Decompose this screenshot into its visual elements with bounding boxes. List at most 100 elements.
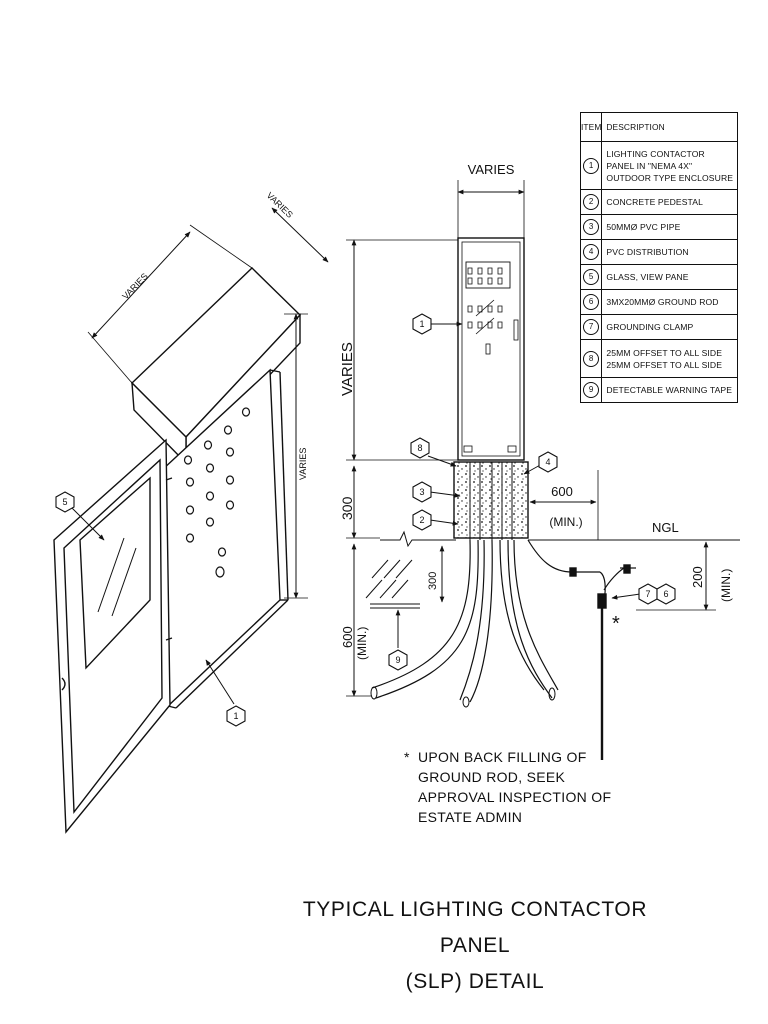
legend-item-number: 2	[579, 189, 603, 215]
elevation-dimension-labels: VARIES VARIES 300 600 (MIN.) 300 600 (MI…	[339, 162, 733, 660]
legend-item-number: 5	[579, 264, 603, 290]
legend-item-number: 3	[579, 214, 603, 240]
legend-description-line: LIGHTING CONTACTOR	[606, 148, 705, 159]
item-number-badge: 4	[583, 244, 600, 260]
pedestal-height-label: 300	[339, 496, 355, 520]
callout-distribution-number: 4	[545, 457, 550, 467]
item-number-badge: 5	[583, 269, 600, 285]
burial-depth-min-label: (MIN.)	[355, 627, 369, 660]
legend-description-line: GLASS, VIEW PANE	[606, 272, 689, 282]
elevation-width-label: VARIES	[468, 162, 515, 177]
legend-row: 825mm OFFSET TO ALL SIDE25mm OFFSET TO A…	[579, 339, 739, 378]
legend-description-line: 50mmø PVC PIPE	[606, 222, 681, 232]
legend-row: 4 PVC DISTRIBUTION	[579, 239, 739, 265]
note-line: APPROVAL INSPECTION OF	[418, 789, 612, 805]
callout-panel-side: 1	[412, 313, 463, 335]
item-number-badge: 3	[583, 219, 600, 235]
rod-depth-label: 200	[690, 566, 705, 588]
legend-item-description: 50mmø PVC PIPE	[601, 214, 739, 240]
legend-item-description: GROUNDING CLAMP	[601, 314, 739, 340]
note-line: ESTATE ADMIN	[418, 809, 523, 825]
backfill-note: * UPON BACK FILLING OF GROUND ROD, SEEK …	[404, 747, 612, 827]
callout-panel-iso: 1	[205, 659, 246, 727]
note-line: UPON BACK FILLING OF	[418, 749, 587, 765]
legend-row: 6 3Mx20mmø GROUND ROD	[579, 289, 739, 315]
item-number-badge: 2	[583, 194, 600, 210]
item-number-badge: 1	[583, 157, 600, 174]
legend-description-line: 25mm OFFSET TO ALL SIDE	[606, 347, 723, 358]
tape-depth-label: 300	[427, 572, 439, 590]
callout-clamp: 7	[611, 583, 658, 605]
callout-distribution: 4	[523, 451, 558, 475]
legend-item-description: DETECTABLE WARNING TAPE	[601, 377, 739, 403]
callout-rod-number: 6	[663, 589, 668, 599]
elevation-height-label: VARIES	[339, 342, 356, 396]
legend-item-number: 8	[579, 339, 603, 378]
callout-panel-iso-number: 1	[233, 711, 238, 721]
legend-description-line: 25mm OFFSET TO ALL SIDE	[606, 359, 723, 370]
callout-glass: 5	[55, 491, 105, 541]
callout-rod: 6	[656, 583, 676, 605]
legend-header-item: ITEM	[579, 112, 603, 142]
legend-item-description: GLASS, VIEW PANE	[601, 264, 739, 290]
legend-description-line: 3Mx20mmø GROUND ROD	[606, 297, 719, 307]
side-elevation	[346, 180, 740, 760]
legend-description-line: PANEL IN "NEMA 4X"	[606, 160, 693, 171]
legend-item-number: 6	[579, 289, 603, 315]
legend-item-description: 25mm OFFSET TO ALL SIDE25mm OFFSET TO AL…	[601, 339, 739, 378]
legend-row: 3 50mmø PVC PIPE	[579, 214, 739, 240]
item-number-badge: 8	[583, 350, 600, 367]
callout-pipe-number: 3	[419, 487, 424, 497]
callout-pedestal-number: 2	[419, 515, 424, 525]
callout-pipe: 3	[412, 481, 461, 503]
legend-item-number: 1	[579, 141, 603, 190]
ngl-label: NGL	[652, 520, 679, 535]
callout-offset: 8	[410, 437, 457, 467]
side-offset-min-label: (MIN.)	[549, 515, 582, 529]
note-body: UPON BACK FILLING OF GROUND ROD, SEEK AP…	[404, 747, 612, 827]
legend-description-line: GROUNDING CLAMP	[606, 322, 694, 332]
burial-depth-label: 600	[340, 626, 355, 648]
item-number-badge: 9	[583, 382, 600, 398]
legend-item-description: 3Mx20mmø GROUND ROD	[601, 289, 739, 315]
legend-description-line: CONCRETE PEDESTAL	[606, 197, 703, 207]
legend-description-line: PVC DISTRIBUTION	[606, 247, 689, 257]
callout-tape: 9	[388, 609, 408, 671]
isometric-panel-view	[53, 207, 329, 834]
legend-item-description: CONCRETE PEDESTAL	[601, 189, 739, 215]
legend-row: 9 DETECTABLE WARNING TAPE	[579, 377, 739, 403]
legend-item-number: 9	[579, 377, 603, 403]
drawing-title-line: (SLP) DETAIL	[405, 970, 545, 993]
legend-item-description: PVC DISTRIBUTION	[601, 239, 739, 265]
legend-row: 7 GROUNDING CLAMP	[579, 314, 739, 340]
side-offset-label: 600	[551, 484, 573, 499]
legend-row: 2 CONCRETE PEDESTAL	[579, 189, 739, 215]
legend-item-number: 4	[579, 239, 603, 265]
callout-pedestal: 2	[412, 509, 459, 531]
legend-header-row: ITEM DESCRIPTION	[579, 112, 739, 142]
drawing-title: TYPICAL LIGHTING CONTACTOR PANEL (SLP) D…	[300, 892, 650, 1000]
item-number-badge: 7	[583, 319, 600, 335]
iso-width-label: VARIES	[120, 271, 150, 301]
item-number-badge: 6	[583, 294, 600, 310]
rod-depth-min-label: (MIN.)	[719, 569, 733, 602]
legend-row: 5 GLASS, VIEW PANE	[579, 264, 739, 290]
iso-height-label: VARIES	[298, 448, 308, 480]
callout-clamp-number: 7	[645, 589, 650, 599]
note-marker: *	[404, 749, 410, 765]
callout-tape-number: 9	[395, 655, 400, 665]
callout-glass-number: 5	[62, 497, 67, 507]
callout-offset-number: 8	[417, 443, 422, 453]
drawing-title-line: TYPICAL LIGHTING CONTACTOR PANEL	[302, 898, 648, 957]
legend-item-number: 7	[579, 314, 603, 340]
legend-description-line: OUTDOOR TYPE ENCLOSURE	[606, 172, 734, 183]
callout-panel-side-number: 1	[419, 319, 424, 329]
legend-header-description: DESCRIPTION	[601, 112, 739, 142]
note-line: GROUND ROD, SEEK	[418, 769, 566, 785]
legend-description-line: DETECTABLE WARNING TAPE	[606, 385, 733, 395]
